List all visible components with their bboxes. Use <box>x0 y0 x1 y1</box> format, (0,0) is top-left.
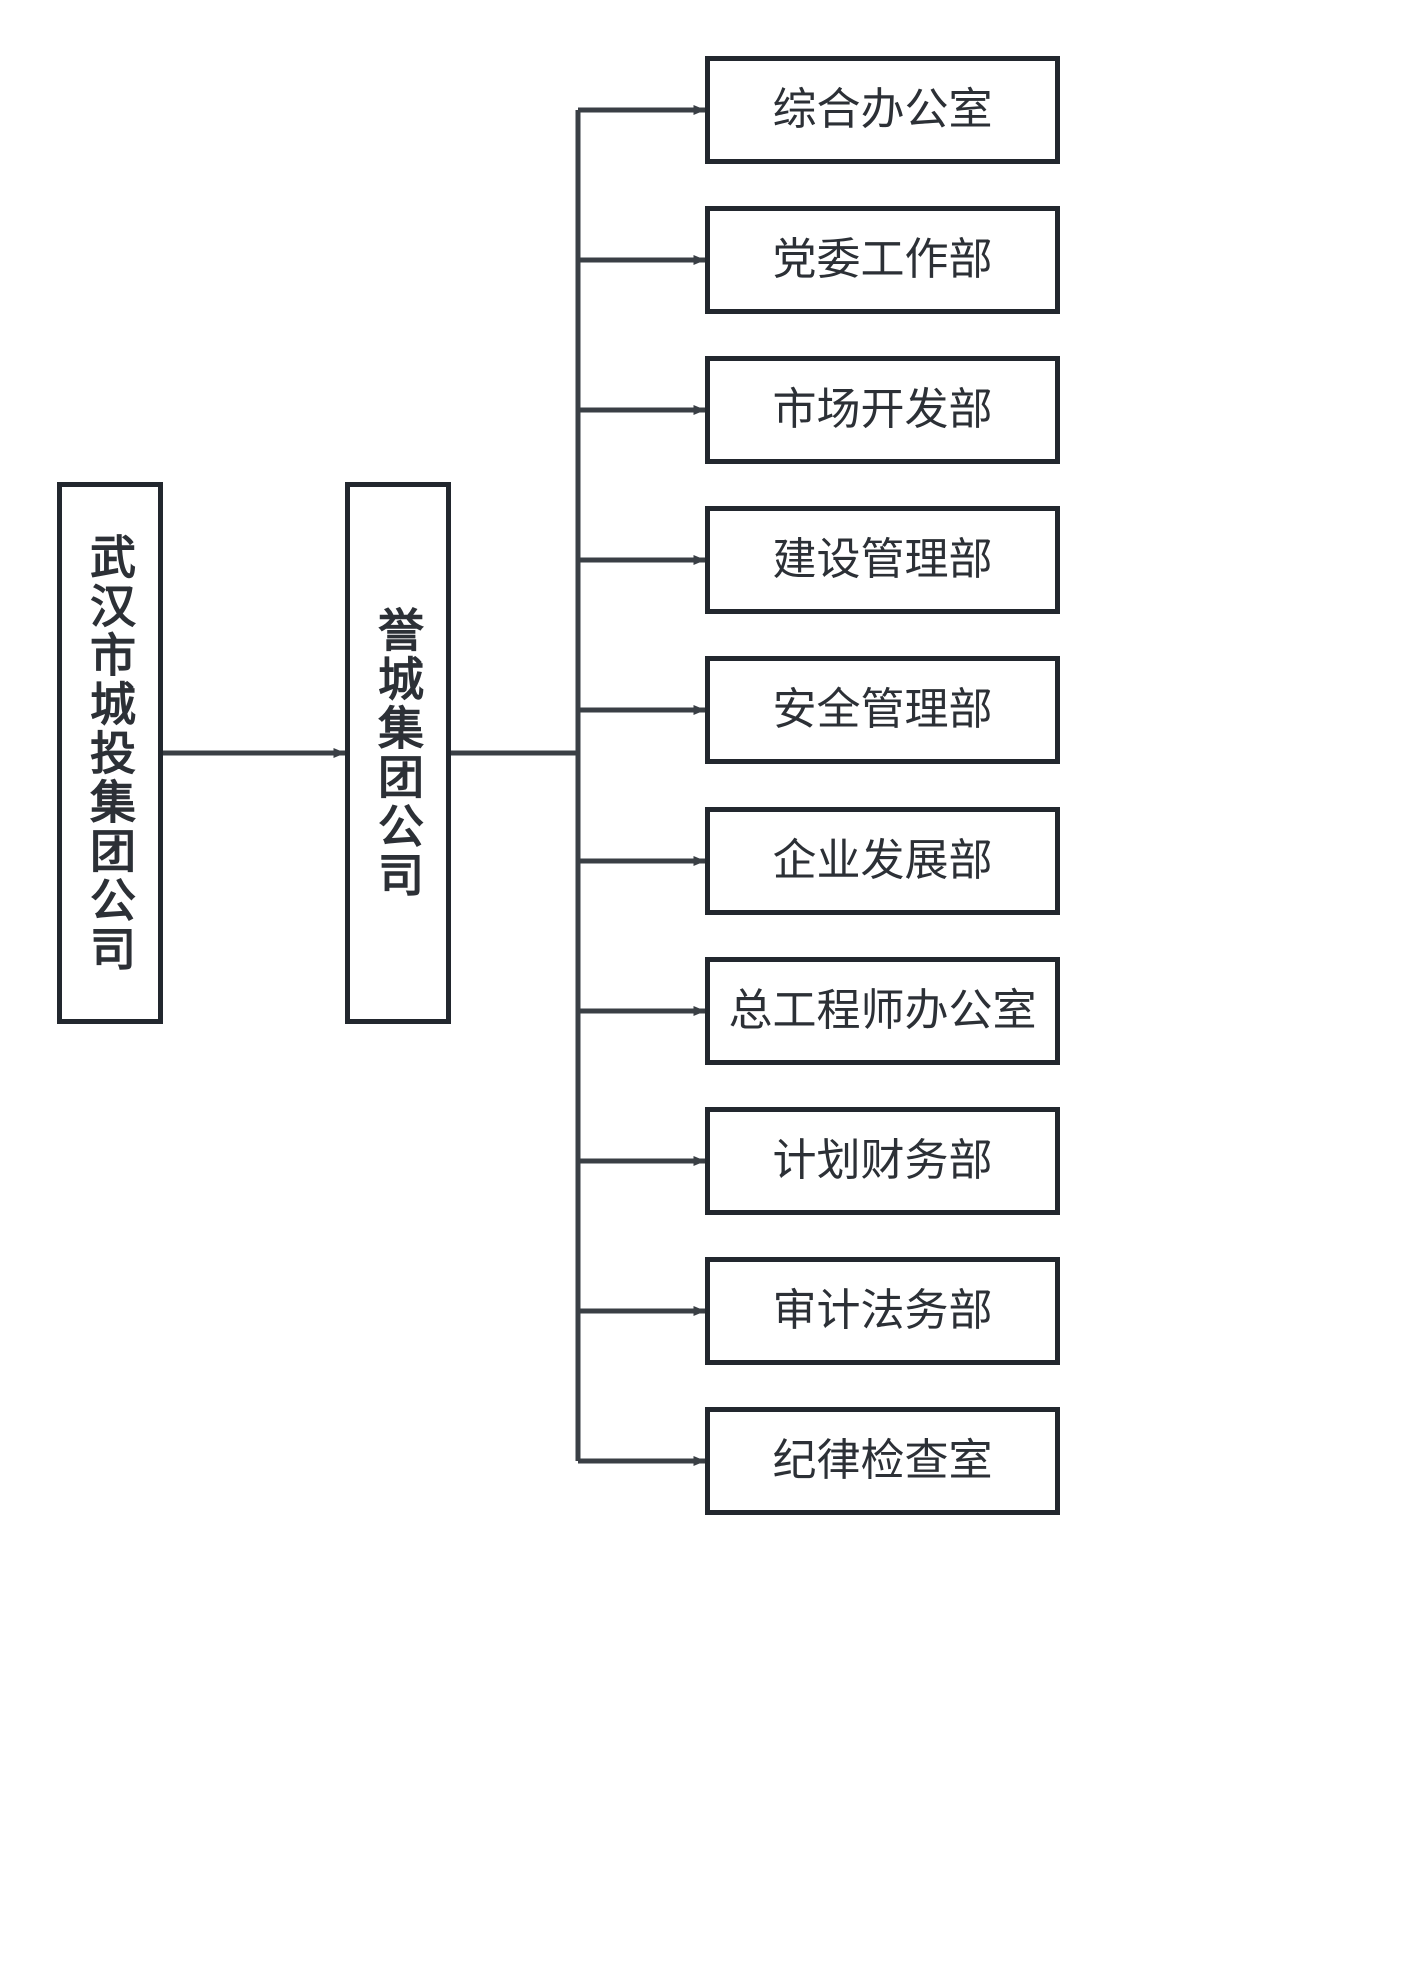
node-department-10[interactable]: 纪律检查室 <box>705 1407 1060 1515</box>
node-department-2[interactable]: 党委工作部 <box>705 206 1060 314</box>
node-parent-label: 誉城集团公司 <box>371 606 426 900</box>
node-department-6-label: 企业发展部 <box>772 834 993 886</box>
node-department-9-label: 审计法务部 <box>772 1284 993 1336</box>
node-department-5[interactable]: 安全管理部 <box>705 656 1060 764</box>
node-department-3-label: 市场开发部 <box>772 383 993 435</box>
node-department-7[interactable]: 总工程师办公室 <box>705 957 1060 1065</box>
node-department-6[interactable]: 企业发展部 <box>705 807 1060 915</box>
node-department-4-label: 建设管理部 <box>772 533 993 585</box>
node-department-9[interactable]: 审计法务部 <box>705 1257 1060 1365</box>
node-department-1-label: 综合办公室 <box>772 83 993 135</box>
node-department-8[interactable]: 计划财务部 <box>705 1107 1060 1215</box>
node-department-7-label: 总工程师办公室 <box>728 984 1037 1036</box>
node-department-5-label: 安全管理部 <box>772 683 993 735</box>
node-parent[interactable]: 誉城集团公司 <box>345 482 451 1024</box>
node-department-1[interactable]: 综合办公室 <box>705 56 1060 164</box>
node-department-4[interactable]: 建设管理部 <box>705 506 1060 614</box>
node-department-8-label: 计划财务部 <box>772 1134 993 1186</box>
node-department-10-label: 纪律检查室 <box>772 1434 993 1486</box>
node-department-3[interactable]: 市场开发部 <box>705 356 1060 464</box>
node-department-2-label: 党委工作部 <box>772 233 993 285</box>
node-root[interactable]: 武汉市城投集团公司 <box>57 482 163 1024</box>
node-root-label: 武汉市城投集团公司 <box>83 532 138 974</box>
